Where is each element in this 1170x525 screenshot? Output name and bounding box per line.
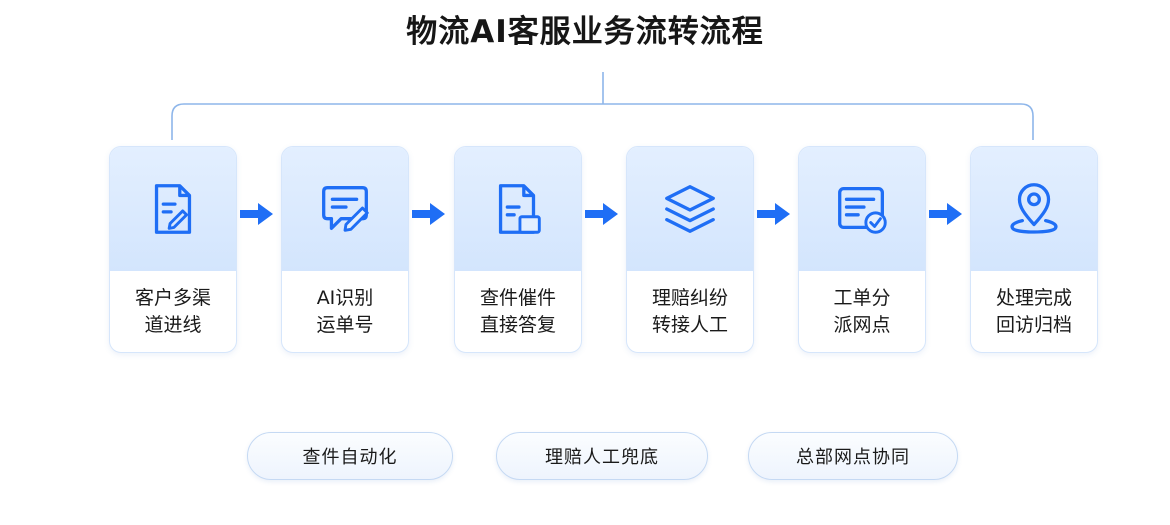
step-card-4-icon-area [627,147,753,271]
diagram-title: 物流AI客服业务流转流程 [406,14,764,50]
arrow-right-icon [929,203,962,225]
step-label-2: AI识别 运单号 [316,287,374,336]
step-label-6: 处理完成 回访归档 [995,287,1072,336]
step-label-3: 查件催件 直接答复 [479,287,556,336]
document-edit-icon [154,184,192,234]
arrow-right-icon [412,203,445,225]
step-card-4: 理赔纠纷 转接人工 [626,146,754,353]
step-card-6-icon-area [971,147,1097,271]
pill-hq-branch-collaboration: 总部网点协同 [748,432,958,480]
pill-query-automation: 查件自动化 [247,432,453,480]
step-card-6: 处理完成 回访归档 [970,146,1098,353]
step-card-1: 客户多渠 道进线 [109,146,237,353]
step-card-2-icon-area [282,147,408,271]
step-card-3-icon-area [455,147,581,271]
pill-claims-manual-fallback: 理赔人工兜底 [496,432,708,480]
ticket-check-icon [838,187,887,234]
step-card-1-icon-area [110,147,236,271]
location-pin-icon [1010,183,1058,234]
arrow-right-icon [585,203,618,225]
document-reply-icon [498,184,541,234]
step-card-5: 工单分 派网点 [798,146,926,353]
step-label-4: 理赔纠纷 转接人工 [651,287,728,336]
step-card-5-icon-area [799,147,925,271]
step-label-5: 工单分 派网点 [833,287,891,336]
layers-icon [665,185,715,233]
step-card-3: 查件催件 直接答复 [454,146,582,353]
chat-pen-icon [322,186,369,232]
arrow-right-icon [757,203,790,225]
arrow-right-icon [240,203,273,225]
step-card-2: AI识别 运单号 [281,146,409,353]
step-label-1: 客户多渠 道进线 [134,287,211,336]
